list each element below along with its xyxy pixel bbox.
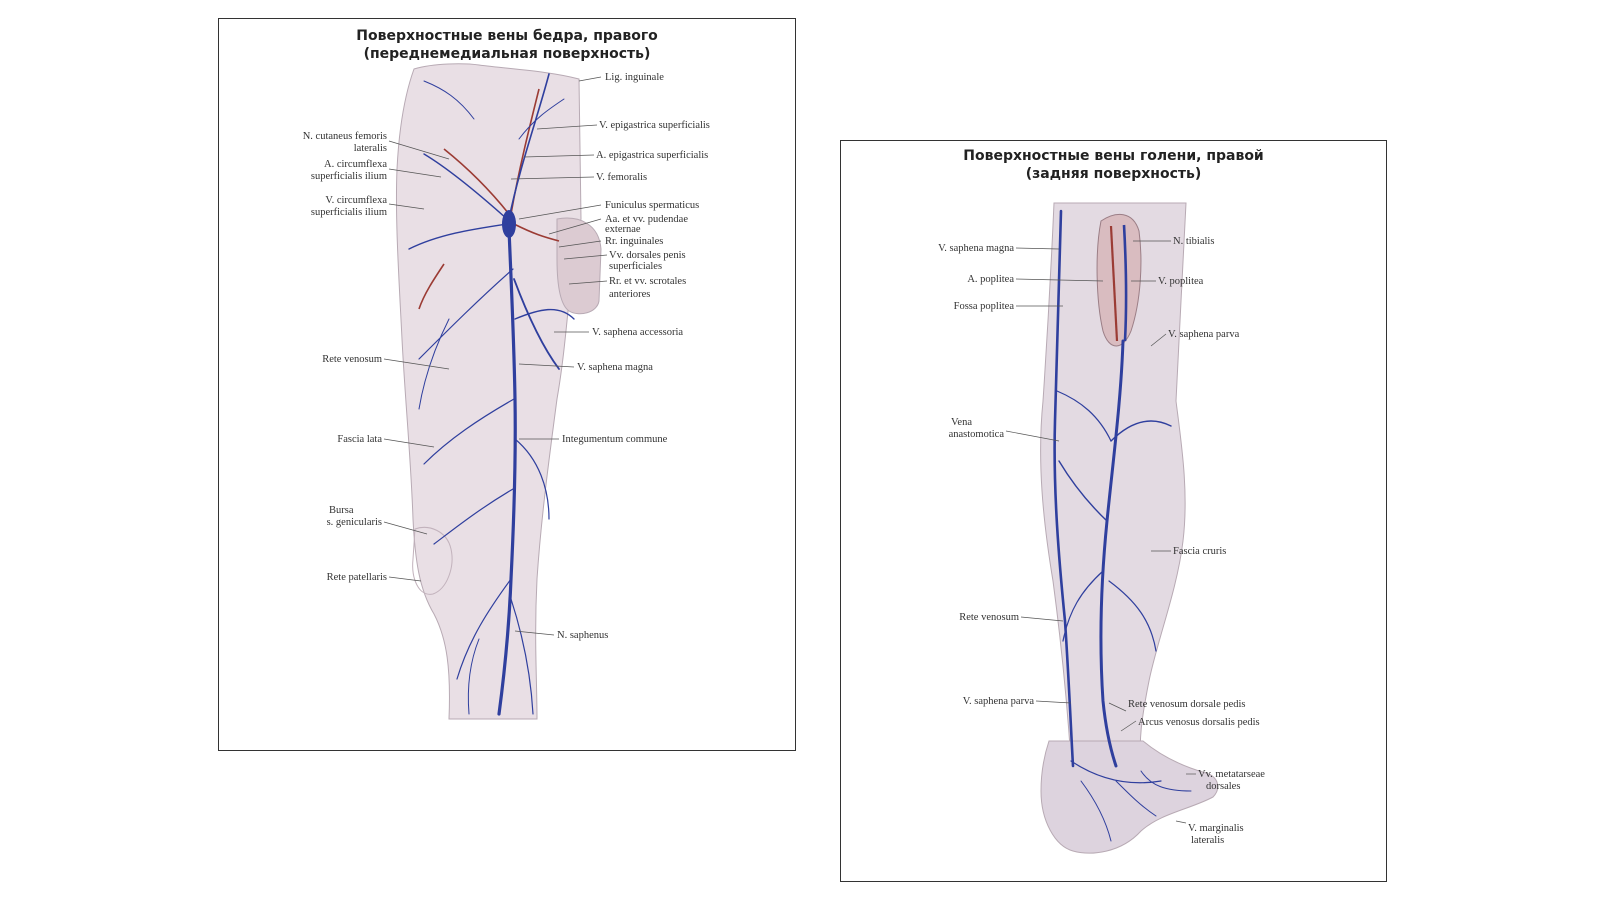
label-v-saphena-parva: V. saphena parva [1168, 329, 1240, 340]
label-a-circumflexa-1: A. circumflexa [324, 159, 387, 170]
label-aa-pudendae-1: Aa. et vv. pudendae [605, 214, 688, 225]
label-rr-scrotales-2: anteriores [609, 289, 650, 300]
label-n-tibialis: N. tibialis [1173, 236, 1214, 247]
label-rete-venosum: Rete venosum [322, 354, 382, 365]
label-arcus: Arcus venosus dorsalis pedis [1138, 717, 1260, 728]
label-rete-venosum-calf: Rete venosum [959, 612, 1019, 623]
label-fascia-cruris: Fascia cruris [1173, 546, 1226, 557]
calf-body [1040, 202, 1187, 762]
label-v-circumflexa-1: V. circumflexa [325, 195, 387, 206]
label-v-saphena-magna-calf: V. saphena magna [938, 243, 1014, 254]
label-vv-dorsales-2: superficiales [609, 261, 662, 272]
label-v-saphena-parva-2: V. saphena parva [963, 696, 1035, 707]
label-n-saphenus: N. saphenus [557, 630, 608, 641]
label-v-circumflexa-2: superficialis ilium [311, 207, 387, 218]
label-v-poplitea: V. poplitea [1158, 276, 1204, 287]
thigh-title-line2: (переднемедиальная поверхность) [363, 46, 651, 62]
label-lig-inguinale: Lig. inguinale [605, 72, 664, 83]
label-rete-dorsale: Rete venosum dorsale pedis [1128, 699, 1246, 710]
thigh-illustration: Lig. inguinale N. cutaneus femoris later… [303, 63, 710, 720]
label-a-poplitea: A. poplitea [967, 274, 1014, 285]
label-aa-pudendae-2: externae [605, 224, 641, 235]
label-rr-inguinales: Rr. inguinales [605, 236, 663, 247]
thigh-labels: Lig. inguinale N. cutaneus femoris later… [303, 72, 710, 641]
popliteal-fossa [1096, 213, 1142, 347]
calf-veins [1053, 209, 1192, 842]
label-a-circumflexa-2: superficialis ilium [311, 171, 387, 182]
calf-leader-lines [1005, 240, 1196, 824]
calf-panel-title: Поверхностные вены голени, правой (задня… [841, 147, 1386, 183]
calf-title-line1: Поверхностные вены голени, правой [963, 148, 1264, 164]
calf-illustration: V. saphena magna N. tibialis A. poplitea… [938, 202, 1265, 854]
scrotum-shape [556, 217, 602, 315]
calf-panel: Поверхностные вены голени, правой (задня… [840, 140, 1387, 882]
thigh-veins [408, 73, 575, 716]
label-fossa-poplitea: Fossa poplitea [954, 301, 1015, 312]
label-vena-1: Vena [951, 417, 972, 428]
label-bursa-2: s. genicularis [327, 517, 382, 528]
label-v-femoralis: V. femoralis [596, 172, 647, 183]
label-n-cutaneus-2: lateralis [354, 143, 387, 154]
label-bursa-1: Bursa [329, 505, 354, 516]
label-v-epigastrica: V. epigastrica superficialis [599, 120, 710, 131]
label-v-marginalis-1: V. marginalis [1188, 823, 1244, 834]
thigh-title-line1: Поверхностные вены бедра, правого [356, 28, 658, 44]
label-fascia-lata: Fascia lata [337, 434, 382, 445]
label-n-cutaneus-1: N. cutaneus femoris [303, 131, 387, 142]
thigh-panel-title: Поверхностные вены бедра, правого (перед… [219, 27, 795, 63]
label-a-epigastrica: A. epigastrica superficialis [596, 150, 708, 161]
popliteal-vessels [1109, 224, 1128, 342]
thigh-panel: Поверхностные вены бедра, правого (перед… [218, 18, 796, 751]
label-integumentum: Integumentum commune [562, 434, 668, 445]
label-vv-dorsales-1: Vv. dorsales penis [609, 250, 686, 261]
thigh-leader-lines [383, 76, 608, 636]
label-funiculus: Funiculus spermaticus [605, 200, 699, 211]
label-v-saphena-magna: V. saphena magna [577, 362, 653, 373]
label-rete-patellaris: Rete patellaris [327, 572, 387, 583]
label-v-saphena-accessoria: V. saphena accessoria [592, 327, 683, 338]
calf-title-line2: (задняя поверхность) [1025, 166, 1202, 182]
label-rr-scrotales-1: Rr. et vv. scrotales [609, 276, 686, 287]
thigh-body [395, 63, 582, 720]
label-vv-metatarseae-1: Vv. metatarseae [1198, 769, 1265, 780]
label-vena-2: anastomotica [949, 429, 1005, 440]
calf-labels: V. saphena magna N. tibialis A. poplitea… [938, 236, 1265, 846]
label-vv-metatarseae-2: dorsales [1206, 781, 1240, 792]
label-v-marginalis-2: lateralis [1191, 835, 1224, 846]
